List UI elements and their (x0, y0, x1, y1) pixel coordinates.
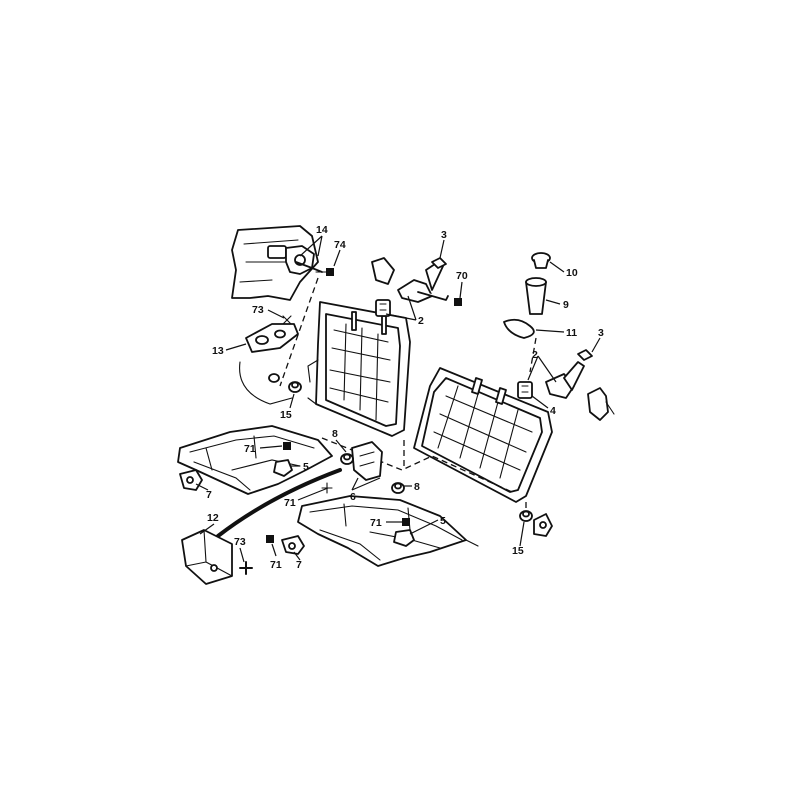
cap-3b (577, 349, 593, 361)
bushing-8b (391, 482, 405, 494)
fastener-square-71c (402, 518, 410, 526)
latch-cover-13 (245, 323, 299, 353)
hook-bracket-5a (273, 459, 293, 477)
callout-8a: 8 (332, 428, 338, 440)
callout-11: 11 (566, 327, 577, 339)
pivot-bushing-15b (519, 510, 533, 522)
callout-13: 13 (212, 345, 224, 357)
callout-15b: 15 (512, 545, 524, 557)
callout-labels: 14 74 73 13 15 3 70 2 10 9 11 3 2 4 8 71… (206, 224, 604, 571)
callout-73b: 73 (234, 536, 246, 548)
callout-73a: 73 (252, 304, 264, 316)
callout-6: 6 (350, 491, 356, 503)
callout-3a: 3 (441, 229, 447, 241)
release-cable (216, 468, 342, 538)
buckle-4 (517, 381, 533, 399)
callout-5a: 5 (303, 461, 309, 473)
callout-8b: 8 (414, 481, 420, 493)
callout-2b: 2 (532, 349, 538, 361)
callout-71d: 71 (270, 559, 282, 571)
guide-sleeve-9 (525, 277, 547, 315)
callout-4: 4 (550, 405, 556, 417)
fastener-cross-73a (282, 315, 292, 325)
fastener-cross-73b (239, 561, 253, 575)
hinge-bracket-7a (179, 469, 203, 491)
callout-15a: 15 (280, 409, 292, 421)
bushing-8a (340, 453, 354, 465)
callout-12: 12 (207, 512, 219, 524)
seatback-side-outline (239, 361, 293, 405)
callout-14: 14 (316, 224, 328, 236)
pivot-bushing-15a (288, 381, 302, 393)
fastener-square-74 (326, 268, 334, 276)
right-seatback-frame (413, 367, 553, 503)
callout-71c: 71 (370, 517, 382, 529)
leader-lines (195, 235, 601, 563)
spring-clip-11 (503, 318, 535, 339)
pivot-mount-plate (533, 513, 553, 537)
assembly-line-3 (529, 337, 537, 373)
callout-5b: 5 (440, 515, 446, 527)
hinge-bracket-7b (281, 535, 305, 555)
fastener-square-71d (266, 535, 274, 543)
callout-71b: 71 (284, 497, 296, 509)
fastener-square-70 (454, 298, 462, 306)
left-seat-cushion-frame (177, 425, 333, 495)
left-seatback-frame (307, 301, 411, 437)
right-latch-assembly (545, 361, 615, 421)
callout-70: 70 (456, 270, 468, 282)
callout-2a: 2 (418, 315, 424, 327)
callout-10: 10 (566, 267, 578, 279)
callout-71a: 71 (244, 443, 256, 455)
buckle-2a (375, 299, 391, 317)
hinge-cover-12 (181, 529, 233, 585)
callout-7b: 7 (296, 559, 302, 571)
seat-latch-striker-14 (267, 245, 323, 275)
right-seat-cushion-frame (297, 495, 479, 567)
callout-3b: 3 (598, 327, 604, 339)
fastener-square-71a (283, 442, 291, 450)
guide-cap-10 (531, 252, 551, 269)
hook-bracket-5b (393, 529, 415, 547)
left-side-trim-panel (231, 225, 319, 301)
callout-7a: 7 (206, 489, 212, 501)
callout-74: 74 (334, 239, 346, 251)
center-pivot-bracket-6 (351, 441, 383, 481)
callout-9: 9 (563, 299, 569, 311)
cap-3a (431, 257, 447, 269)
